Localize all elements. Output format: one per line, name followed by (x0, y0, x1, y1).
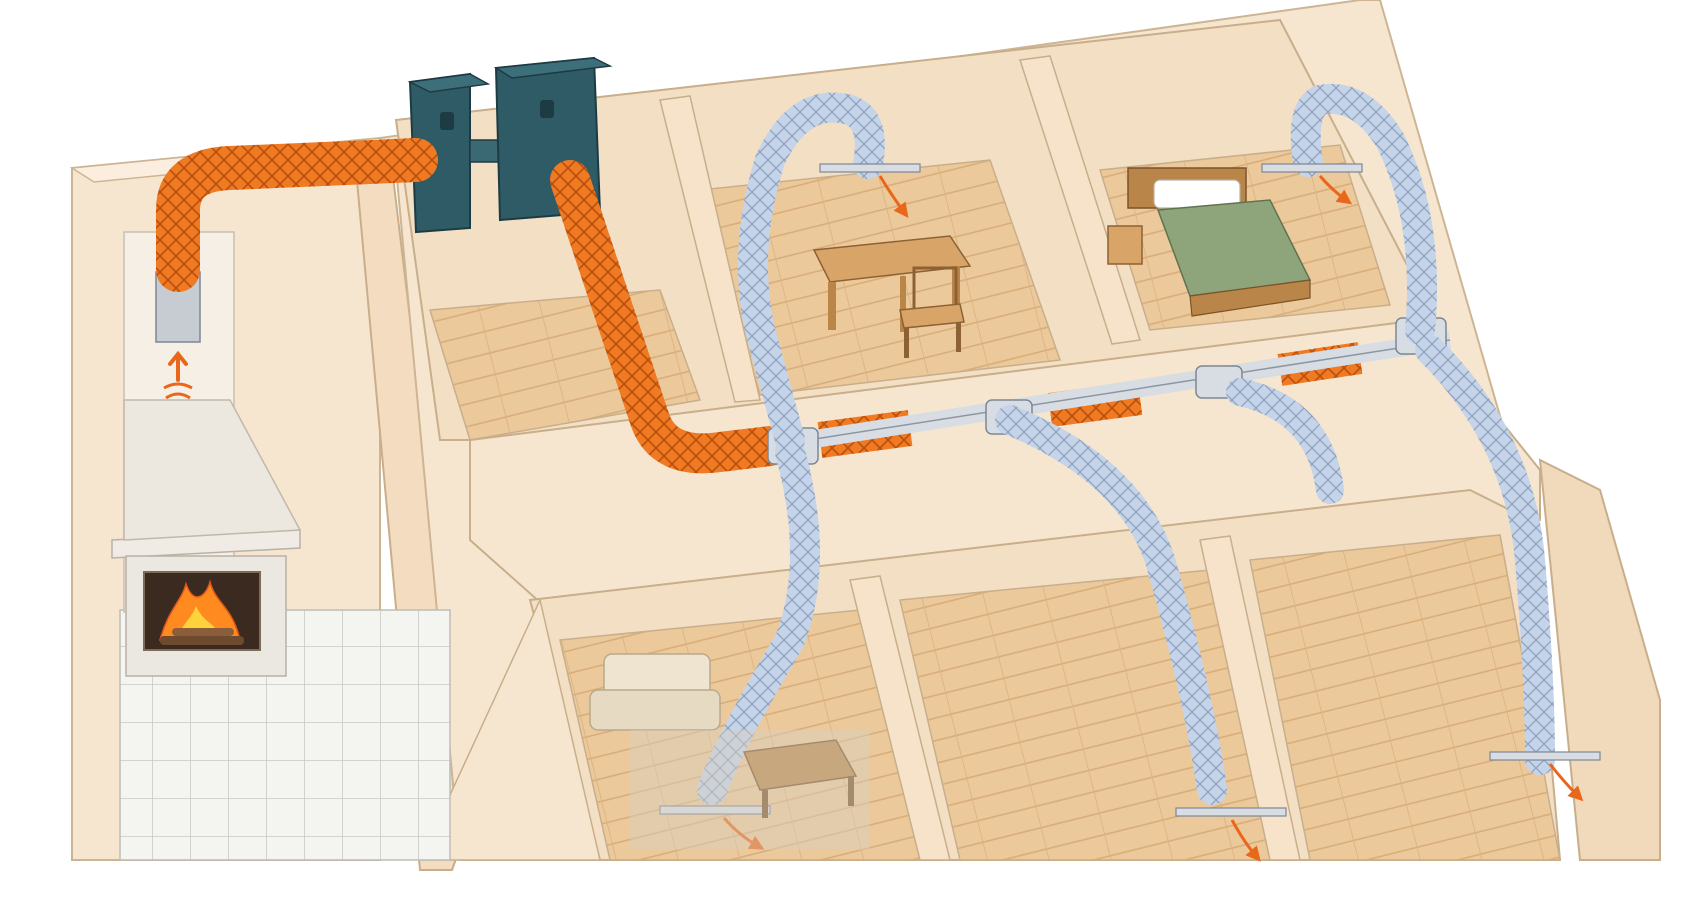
outlet-right (1489, 751, 1601, 802)
divider-lower-2 (1199, 535, 1301, 861)
vent-grille (1261, 163, 1363, 173)
insulated-branch-ducts (697, 83, 1555, 805)
outlet-middle (1175, 807, 1287, 862)
hot-duct-supply-down (550, 160, 790, 474)
floor-room-right (1249, 534, 1561, 861)
intake-arrow-icon (168, 350, 188, 382)
log-2 (172, 628, 234, 636)
sofa-icon (589, 653, 721, 731)
airflow-arrow-icon (1230, 819, 1261, 862)
divider-upper-2 (1019, 55, 1141, 345)
branch-to-dining (738, 92, 885, 455)
log-1 (160, 636, 244, 645)
trunk-outline (769, 339, 1451, 447)
airflow-arrow-icon (878, 175, 909, 219)
outlet-vents (659, 163, 1601, 862)
branch-to-right (1415, 335, 1555, 775)
connector-pipe (469, 139, 501, 163)
fan-unit-2-side (493, 57, 613, 79)
branch-to-bedroom (1290, 83, 1437, 345)
fan-unit-1-side (407, 73, 491, 93)
airflow-arrow-icon (1318, 175, 1353, 205)
outer-wall-right (1538, 458, 1661, 861)
airflow-arrow-icon (1548, 763, 1584, 802)
outlet-living (659, 805, 771, 850)
bed-icon (1127, 167, 1312, 317)
coffee-table-icon (742, 739, 858, 818)
vent-grille (819, 163, 921, 173)
branch-stub (1226, 378, 1344, 504)
front-sill (418, 597, 601, 861)
chair-icon (899, 266, 965, 358)
vent-grille (1489, 751, 1601, 761)
nightstand-icon (1107, 225, 1143, 265)
rug (630, 730, 870, 850)
outlet-bedroom (1261, 163, 1363, 205)
hood-slope (123, 399, 302, 541)
divider-upper-1 (659, 95, 761, 403)
divider-lower-1 (849, 575, 951, 861)
fan-label-plate-1 (440, 112, 454, 130)
branch-to-middle (995, 405, 1227, 805)
airflow-arrow-icon (722, 817, 765, 850)
hot-duct-intake (156, 138, 438, 292)
branch-to-living (697, 437, 820, 805)
vent-grille (659, 805, 771, 815)
heat-wave-icon (163, 382, 193, 400)
fan-label-plate-2 (540, 100, 554, 118)
vent-grille (1175, 807, 1287, 817)
fire-flames (159, 579, 241, 641)
outlet-dining (819, 163, 921, 219)
